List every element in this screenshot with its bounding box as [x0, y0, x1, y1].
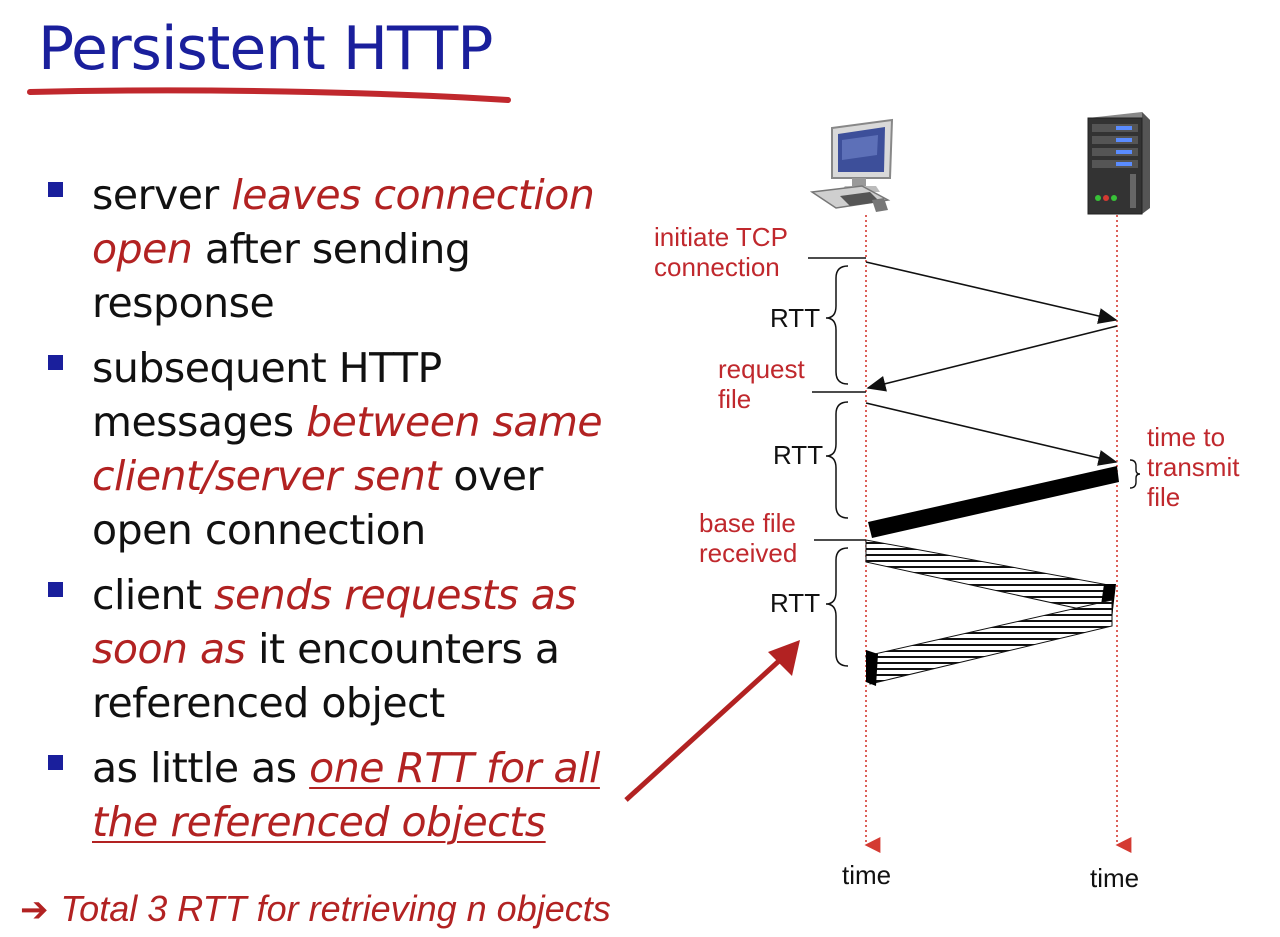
bullet-list: server leaves connection open after send… [40, 168, 620, 860]
rtt3-label: RTT [770, 588, 821, 618]
bullet-text-run: it encounters a referenced object [92, 625, 560, 727]
transmit-brace [1129, 459, 1141, 489]
bullet-text: subsequent HTTP messages between same cl… [92, 344, 603, 554]
footer-text: Total 3 RTT for retrieving n objects [60, 888, 611, 929]
desktop-computer-icon [809, 118, 894, 212]
bullet-emphasis: between same client/server sent [92, 398, 603, 500]
rtt3-brace [825, 547, 849, 667]
pointer-arrow [624, 658, 782, 802]
bullet-text-run: after sending response [92, 225, 471, 327]
pipelined-request-band [865, 539, 1115, 617]
request-file-label: request file [718, 354, 805, 414]
bullet-text-run: subsequent HTTP messages [92, 344, 442, 446]
bullet-item: server leaves connection open after send… [40, 168, 620, 330]
rtt1-brace [825, 265, 849, 385]
client-time-label: time [842, 860, 892, 890]
bullet-text: client sends requests as soon as it enco… [92, 571, 577, 727]
bullet-emphasis: one RTT for all the referenced objects [92, 744, 600, 846]
bullet-text-run: as little as [92, 744, 310, 792]
bullet-emphasis: leaves connection open [92, 171, 595, 273]
bullet-text: server leaves connection open after send… [92, 171, 595, 327]
bullet-item: as little as one RTT for all the referen… [40, 741, 620, 849]
bullet-text: as little as one RTT for all the referen… [92, 744, 600, 846]
time-to-transmit-label: time to transmit file [1147, 422, 1240, 512]
synack-arrow [866, 325, 1118, 392]
rtt1-label: RTT [770, 303, 821, 333]
file-transmit-band [868, 466, 1119, 538]
bullet-emphasis: sends requests as soon as [92, 571, 577, 673]
bullet-text-run: client [92, 571, 215, 619]
bullet-square-icon [48, 582, 63, 597]
initiate-tcp-label: initiate TCP connection [654, 222, 788, 282]
right-arrow-icon: ➔ [20, 891, 49, 929]
syn-arrow [865, 261, 1118, 324]
request-arrow [865, 402, 1118, 466]
pipelined-response-band [865, 599, 1113, 685]
base-file-received-label: base file received [699, 508, 798, 568]
title-underline [27, 87, 511, 103]
bullet-text-run: over open connection [92, 452, 543, 554]
bullet-item: subsequent HTTP messages between same cl… [40, 341, 620, 557]
rtt2-label: RTT [773, 440, 824, 470]
bullet-square-icon [48, 755, 63, 770]
bullet-item: client sends requests as soon as it enco… [40, 568, 620, 730]
rtt2-brace [825, 401, 849, 519]
server-time-label: time [1090, 863, 1140, 893]
footer-note: ➔ Total 3 RTT for retrieving n objects [20, 888, 611, 930]
bullet-text-run: server [92, 171, 232, 219]
bullet-square-icon [48, 355, 63, 370]
bullet-square-icon [48, 182, 63, 197]
page-title: Persistent HTTP [38, 14, 493, 84]
server-tower-icon [1087, 112, 1150, 215]
